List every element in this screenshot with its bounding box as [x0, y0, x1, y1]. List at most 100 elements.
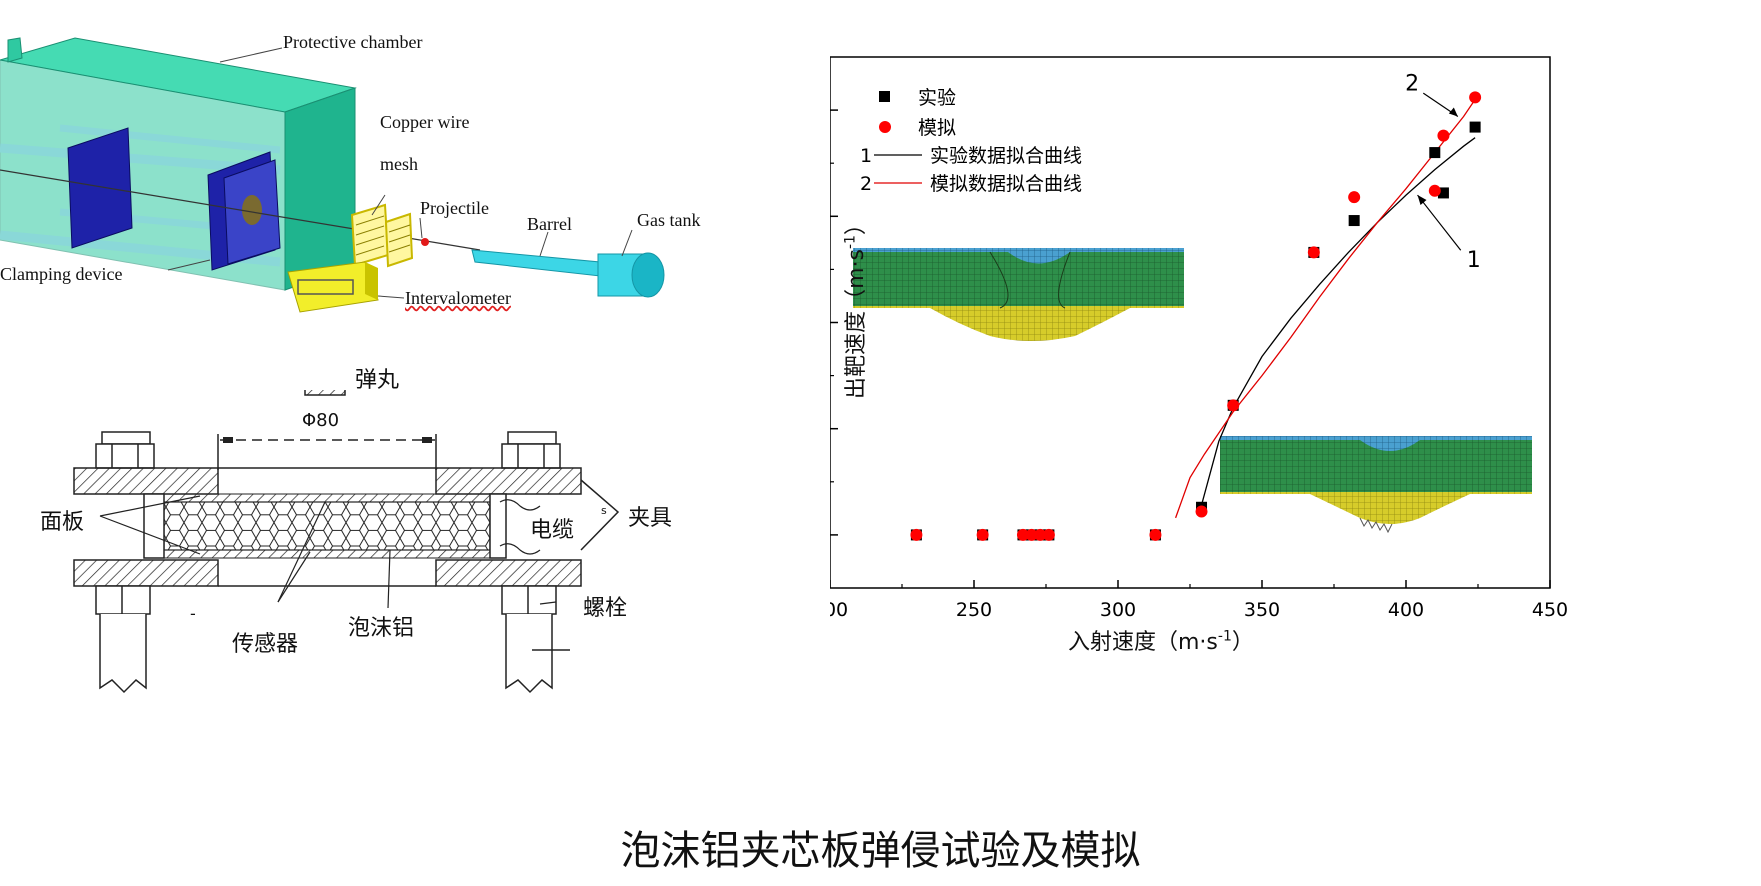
simulation-point [1025, 528, 1038, 541]
bottom-bolt-right [501, 585, 570, 694]
legend-circle-marker [879, 121, 891, 133]
cable-wire [499, 499, 541, 511]
chamber-hook [7, 37, 23, 63]
experiment-point [1437, 187, 1449, 199]
label-gas-tank: Gas tank [637, 210, 701, 230]
label-projectile: Projectile [420, 198, 489, 218]
x-tick-label: 450 [1532, 599, 1568, 621]
sample-hole [242, 195, 262, 225]
label-face-plate: 面板 [40, 510, 85, 535]
fixture-pointer [580, 479, 620, 551]
simulation-point [1469, 91, 1482, 104]
simulation-point [1195, 505, 1208, 518]
barrel [471, 249, 601, 277]
copper-mesh-2 [384, 212, 414, 268]
legend-line-id: 2 [860, 173, 872, 195]
annotation-arrow-1 [1417, 194, 1462, 251]
label-foam-aluminum: 泡沫铝 [348, 616, 415, 641]
x-tick-label: 250 [956, 599, 992, 621]
y-axis-title-text: 出靶速度（m·s [844, 249, 869, 399]
foam-aluminum-core [163, 501, 491, 551]
bottom-bolt-left [95, 585, 151, 694]
x-tick-label: 200 [830, 599, 848, 621]
simulation-point [1227, 399, 1240, 412]
mesh-wires [355, 215, 411, 256]
fem-insets [853, 248, 1532, 534]
simulation-point [1042, 528, 1055, 541]
bottom-face-sheet [159, 549, 491, 559]
label-protective-chamber: Protective chamber [283, 32, 423, 52]
projectile-ball [421, 238, 429, 246]
bolt-head-left [95, 431, 155, 469]
label-barrel: Barrel [527, 214, 572, 234]
section-drawing [73, 354, 620, 694]
intervalometer-display [297, 279, 354, 295]
projectile-legend-swatch [304, 354, 346, 396]
section-leaders [99, 495, 557, 609]
x-axis-title-text: 入射速度（m·s [1068, 630, 1218, 655]
fem-inset-upper [853, 248, 1184, 341]
label-clamping-device: Clamping device [0, 264, 123, 284]
fem-inset-lower [1220, 436, 1532, 534]
simulation-point [1034, 528, 1047, 541]
cable-wire [499, 543, 541, 555]
x-tick-label: 350 [1244, 599, 1280, 621]
legend-label: 实验数据拟合曲线 [930, 145, 1082, 167]
top-face-sheet [159, 493, 491, 503]
label-legend-projectile: 弹丸 [355, 368, 400, 393]
x-tick-label: 400 [1388, 599, 1424, 621]
clamp-plate-rear [67, 127, 133, 249]
intervalometer-side [365, 262, 378, 300]
guide-rod [59, 124, 281, 154]
annotation-arrowhead-2 [1448, 107, 1458, 117]
label-fixture: 夹具 [628, 506, 673, 531]
annotation-arrowhead-1 [1417, 195, 1427, 206]
experimental-setup-illustration: Protective chamber Copper wire mesh Proj… [0, 0, 820, 360]
curve-annotations: 12 [1405, 71, 1481, 272]
x-axis-title-sup: -1 [1217, 628, 1232, 645]
fit-curve-1 [1200, 137, 1476, 506]
annotation-label-2: 2 [1405, 71, 1419, 96]
y-axis-title-sup: -1 [842, 235, 859, 250]
legend-label: 模拟 [918, 117, 956, 139]
label-mesh: mesh [380, 154, 418, 174]
label-dash: - [190, 604, 196, 623]
velocity-chart: 200250300350400450050100150200 实验模拟1实验数据… [782, 40, 1760, 760]
simulation-point [1437, 129, 1450, 142]
legend-square-marker [879, 91, 890, 102]
x-axis-title: 入射速度（m·s-1） [1068, 624, 1254, 656]
data-points [910, 91, 1482, 541]
simulation-point [910, 528, 923, 541]
sandwich-section-drawing: 弹丸 Φ80 面板 电缆 s 夹具 螺栓 传感器 泡沫铝 - [40, 354, 800, 790]
simulation-point [1016, 528, 1029, 541]
label-intervalometer: Intervalometer [405, 288, 511, 308]
annotation-label-1: 1 [1467, 248, 1481, 273]
leader-lines [167, 47, 633, 299]
simulation-point [1307, 246, 1320, 259]
y-axis-title-end: ） [844, 213, 869, 236]
simulation-point [1149, 528, 1162, 541]
label-s: s [601, 504, 607, 517]
gas-tank-end [631, 252, 665, 298]
legend-line-id: 1 [860, 145, 872, 167]
label-bolt: 螺栓 [583, 596, 628, 621]
bottom-fixture-left [73, 559, 219, 587]
setup-drawing [0, 37, 665, 313]
protective-chamber-side [284, 87, 356, 291]
legend-label: 实验 [918, 87, 956, 109]
experiment-point [1469, 121, 1481, 133]
y-axis-title: 出靶速度（m·s-1） [838, 186, 870, 426]
experiment-point [1348, 215, 1360, 227]
top-fixture-left [73, 467, 219, 495]
x-tick-label: 300 [1100, 599, 1136, 621]
label-sensor: 传感器 [232, 632, 299, 657]
simulation-point [1348, 191, 1361, 204]
experiment-point [1429, 147, 1441, 159]
x-axis-title-end: ） [1231, 630, 1254, 655]
label-diameter: Φ80 [302, 410, 340, 431]
velocity-scatter-plot: 200250300350400450050100150200 实验模拟1实验数据… [782, 56, 1568, 621]
label-copper-wire: Copper wire [380, 112, 470, 132]
simulation-point [976, 528, 989, 541]
top-fixture-right [435, 467, 582, 495]
